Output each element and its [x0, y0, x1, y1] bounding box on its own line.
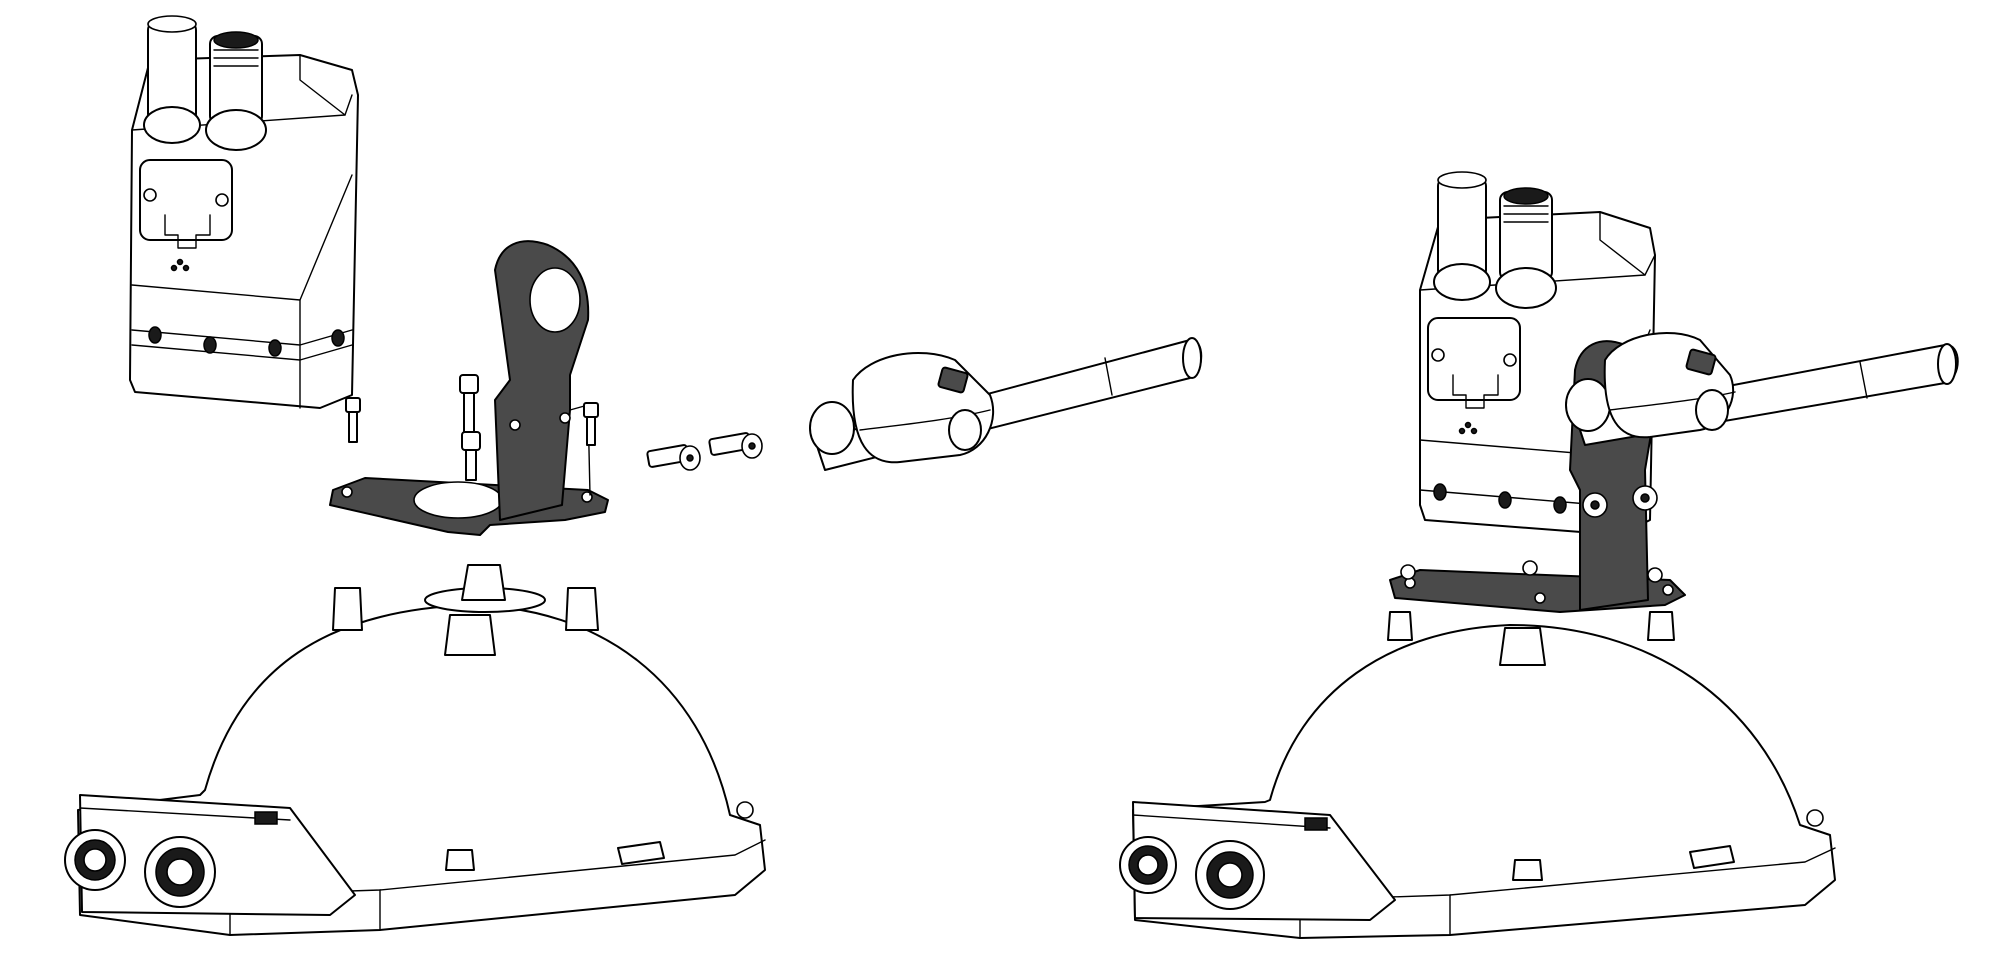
m12-connector-right	[144, 836, 216, 908]
cap-screw-4	[583, 402, 599, 446]
rod-clamp-exploded	[809, 337, 1203, 471]
connector-block-assembled	[1132, 801, 1396, 921]
sensor-housing-exploded	[129, 15, 359, 409]
rod-clamp-assembled	[1565, 332, 1959, 446]
cap-screw-6	[708, 432, 763, 459]
standoff-5	[445, 849, 475, 871]
standoff-2	[332, 587, 363, 631]
standoff-3	[565, 587, 599, 631]
m12-connector-right-assembled	[1195, 840, 1265, 910]
cap-screw-3	[461, 431, 481, 481]
exploded-view	[64, 15, 1203, 936]
cap-screw-5	[646, 444, 701, 471]
bracket-ring	[529, 267, 581, 333]
standoff-1	[461, 564, 506, 601]
dome-base-assembled	[1119, 611, 1836, 939]
label-plate	[139, 159, 233, 241]
cap-screw-1	[345, 397, 361, 443]
cap-screw-2	[459, 374, 479, 434]
m12-connector-left-assembled	[1119, 836, 1177, 894]
dome-base-exploded	[64, 564, 766, 936]
assembled-view	[1119, 171, 1959, 939]
standoff-4	[444, 614, 496, 656]
mounting-bracket-exploded	[329, 240, 609, 536]
m12-connector-left	[64, 829, 126, 891]
